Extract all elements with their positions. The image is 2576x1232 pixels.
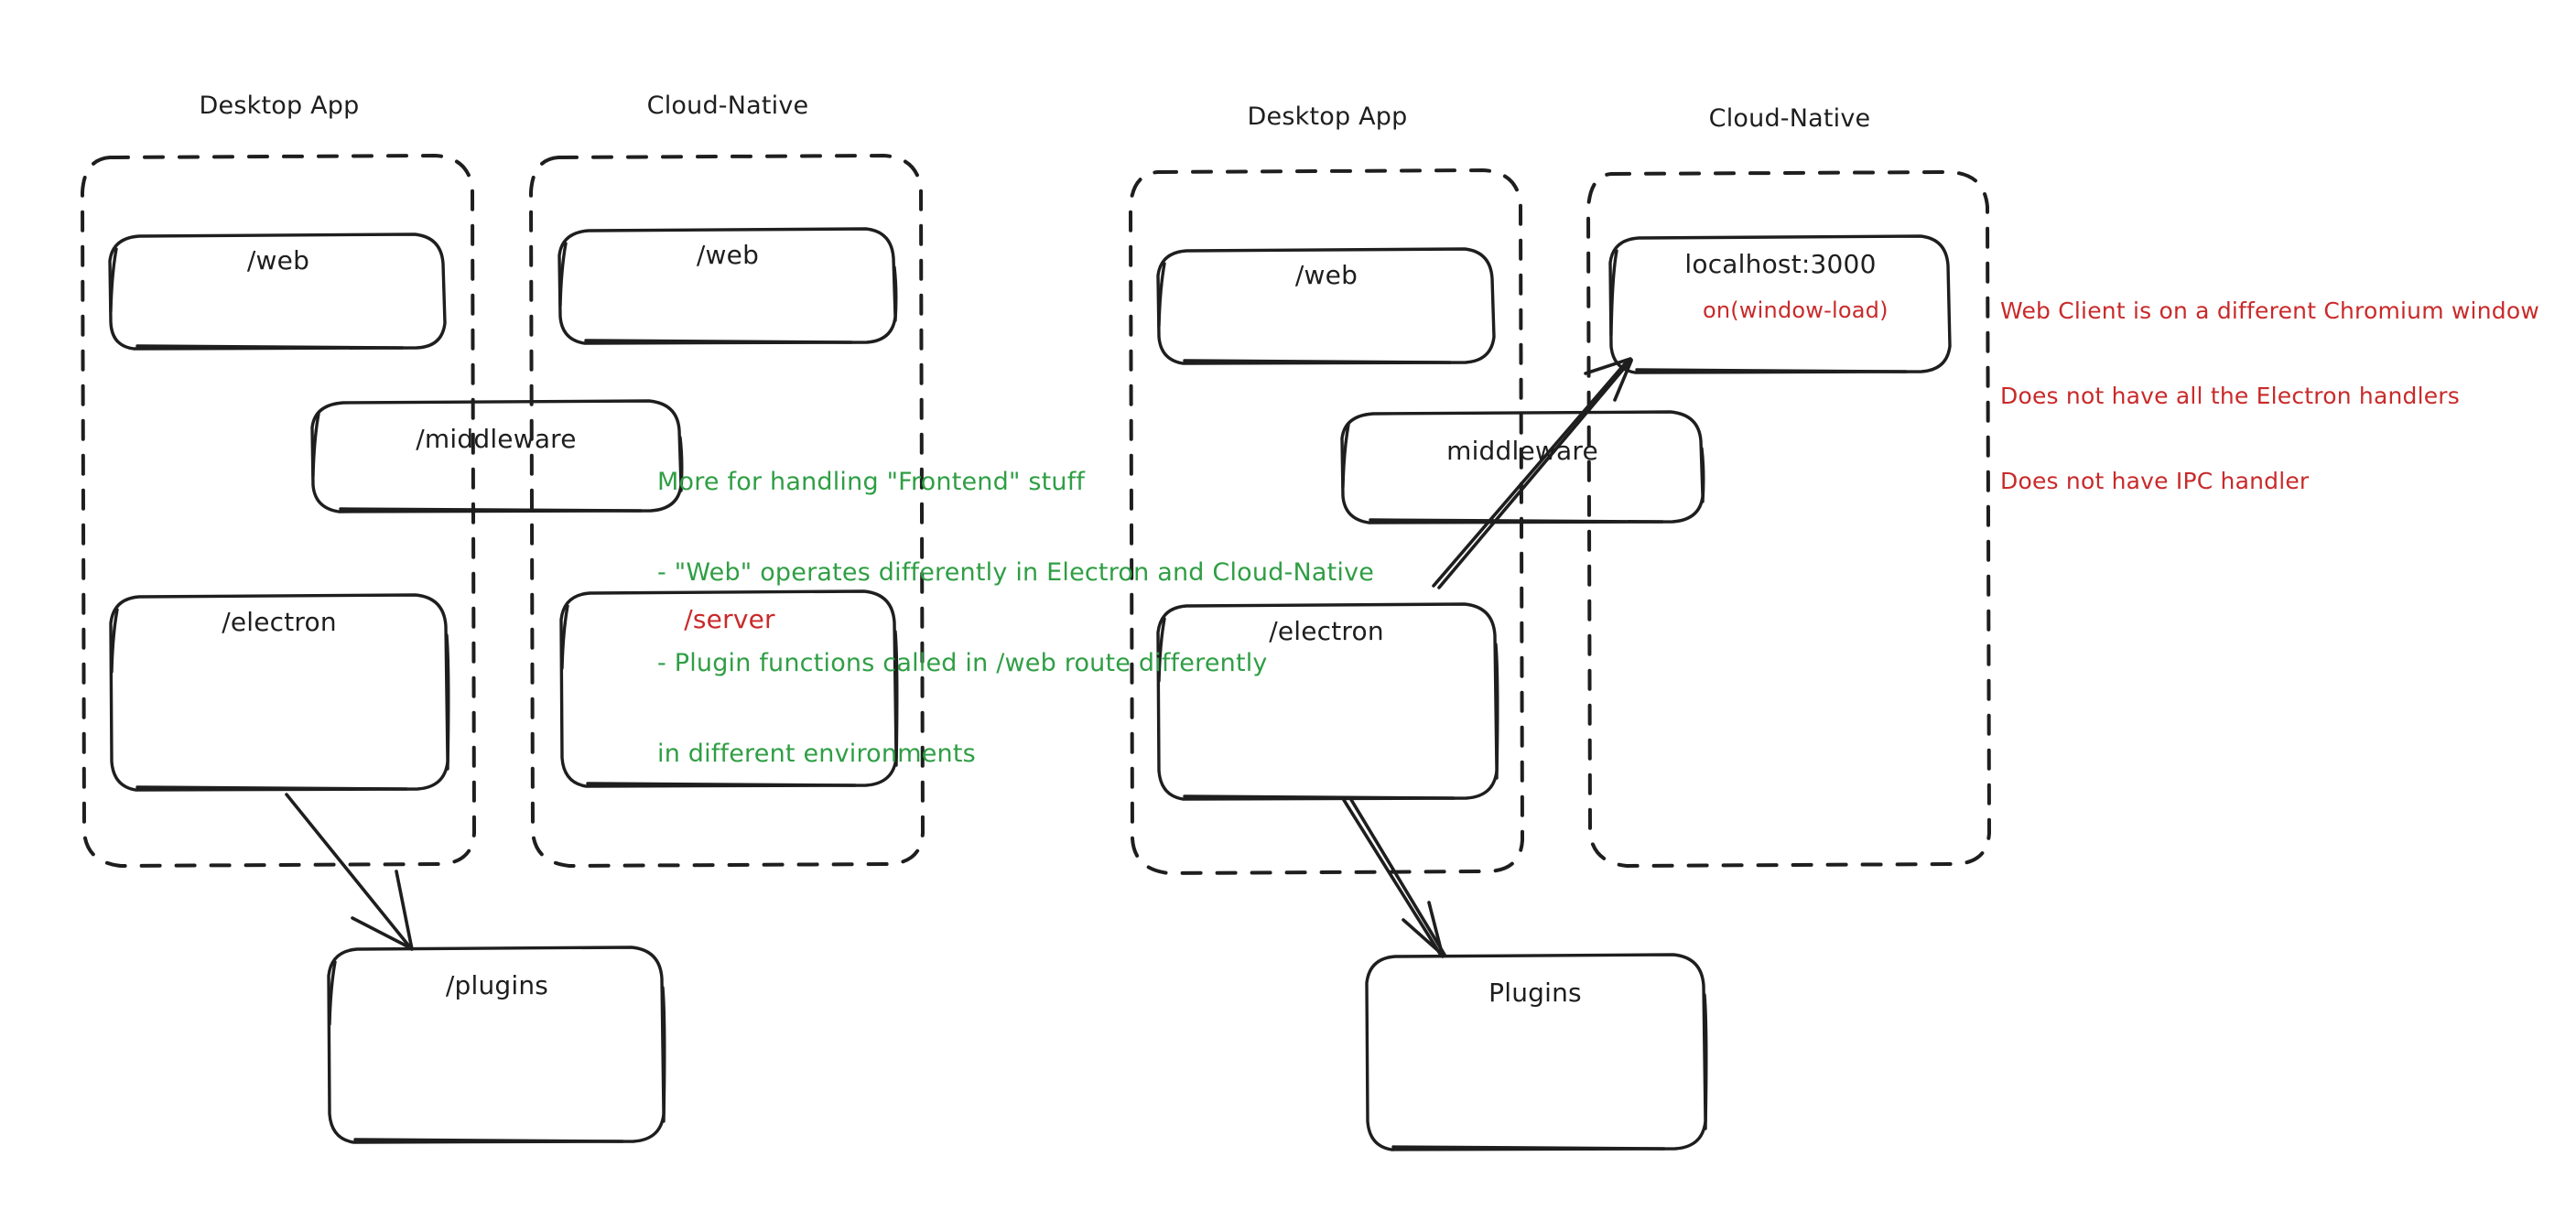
node-right-electron[interactable] (1158, 604, 1497, 800)
node-left-cloud-web[interactable] (559, 229, 895, 344)
note-green-line-1: More for handling "Frontend" stuff (657, 468, 1086, 496)
node-right-localhost[interactable] (1610, 236, 1950, 373)
note-red-line-1: Web Client is on a different Chromium wi… (2000, 297, 2539, 324)
group-label-left-desktop-app: Desktop App (199, 92, 360, 120)
note-green-line-3: - Plugin functions called in /web route … (657, 649, 1268, 677)
node-left-plugins[interactable] (329, 947, 664, 1143)
node-left-electron[interactable] (111, 595, 448, 791)
note-red-line-3: Does not have IPC handler (2000, 468, 2310, 494)
node-sublabel-right-localhost-on-window-load: on(window-load) (1703, 297, 1889, 323)
note-green-frontend: More for handling "Frontend" stuff - "We… (657, 406, 1374, 829)
group-label-left-cloud-native: Cloud-Native (646, 92, 809, 120)
node-label-left-server: /server (684, 604, 775, 634)
node-label-left-cloud-web: /web (696, 240, 760, 270)
note-green-line-2: - "Web" operates differently in Electron… (657, 558, 1375, 587)
node-left-server[interactable] (561, 591, 896, 787)
node-label-left-electron: /electron (222, 607, 337, 637)
node-label-right-electron: /electron (1269, 616, 1384, 646)
node-label-right-middleware: middleware (1446, 436, 1598, 466)
node-left-middleware[interactable] (312, 401, 681, 513)
note-green-line-4: in different environments (657, 740, 976, 768)
node-label-right-web: /web (1294, 260, 1358, 290)
node-right-plugins[interactable] (1367, 955, 1705, 1151)
node-label-right-plugins: Plugins (1488, 978, 1582, 1008)
note-red-web-client: Web Client is on a different Chromium wi… (2000, 240, 2539, 552)
note-red-line-2: Does not have all the Electron handlers (2000, 383, 2461, 409)
node-left-web[interactable] (110, 234, 445, 350)
node-label-left-plugins: /plugins (445, 970, 549, 1000)
node-right-middleware[interactable] (1342, 412, 1703, 524)
group-label-right-cloud-native: Cloud-Native (1708, 104, 1871, 133)
node-label-left-web: /web (246, 245, 310, 276)
node-right-web[interactable] (1158, 249, 1494, 364)
node-label-left-middleware: /middleware (416, 424, 577, 454)
group-label-right-desktop-app: Desktop App (1247, 103, 1408, 131)
node-label-right-localhost: localhost:3000 (1684, 249, 1877, 279)
